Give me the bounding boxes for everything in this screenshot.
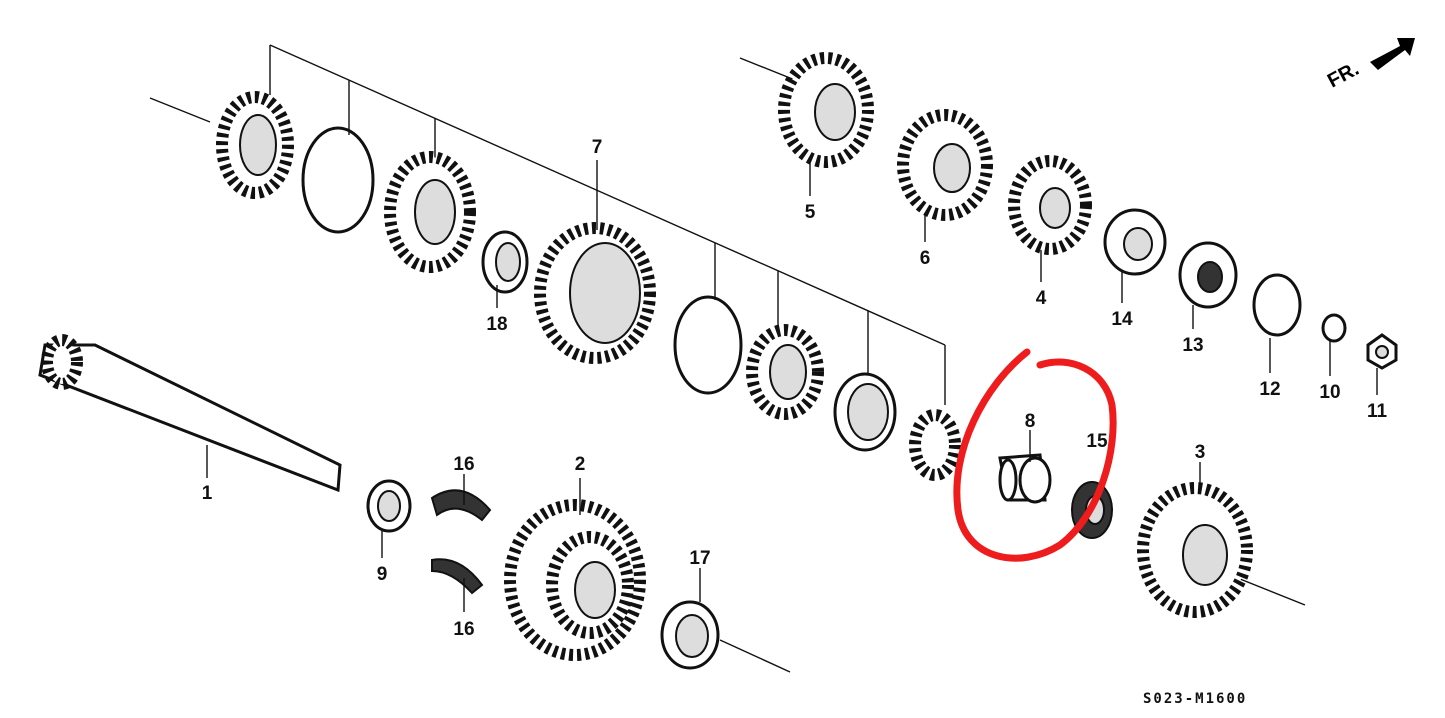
callout-6: 6	[920, 248, 931, 269]
part-14-bearing	[1103, 208, 1167, 276]
part-7-sleeve	[534, 222, 656, 364]
synchro-hub-left	[216, 91, 294, 199]
part-5-gear	[778, 52, 874, 168]
callout-11: 11	[1367, 401, 1388, 422]
callout-1: 1	[202, 483, 213, 504]
highlight-circle	[953, 348, 1117, 562]
part-12-snap-ring	[1252, 273, 1302, 337]
part-13-bearing	[1178, 241, 1238, 309]
callout-2: 2	[575, 454, 586, 475]
callout-17: 17	[689, 548, 710, 569]
part-3-gear	[1137, 482, 1253, 618]
callout-16-lower: 16	[453, 619, 474, 640]
callout-10: 10	[1319, 382, 1340, 403]
part-8-collar	[998, 453, 1052, 504]
part-2-gear	[504, 499, 646, 661]
front-arrow-icon	[1370, 38, 1415, 70]
callout-9: 9	[377, 564, 388, 585]
part-18-seal	[481, 230, 529, 294]
part-17-seal	[660, 600, 720, 670]
synchro-ring	[746, 324, 824, 420]
part-10-washer	[1321, 313, 1347, 343]
callout-lines	[206, 160, 1378, 612]
part-6-gear	[897, 109, 993, 221]
callout-14: 14	[1111, 309, 1133, 330]
callout-3: 3	[1195, 442, 1206, 463]
callout-12: 12	[1259, 379, 1280, 400]
o-ring-1	[301, 126, 375, 234]
spring-ring	[833, 372, 897, 452]
callout-15: 15	[1086, 431, 1108, 452]
callout-8: 8	[1025, 411, 1036, 432]
front-label: FR.	[1324, 58, 1363, 93]
front-direction-indicator: FR.	[1324, 38, 1415, 92]
callout-5: 5	[805, 202, 816, 223]
part-11-nut	[1366, 333, 1398, 370]
synchro-gear-left	[384, 151, 476, 273]
part-1-mainshaft	[38, 334, 342, 493]
diagram-code: S023-M1600	[1143, 691, 1247, 707]
callout-4: 4	[1036, 288, 1047, 309]
synchro-ring-right	[909, 409, 961, 481]
part-16-bearing-lower	[431, 558, 484, 595]
callout-7: 7	[592, 137, 603, 158]
callout-18: 18	[486, 314, 507, 335]
part-4-gear	[1008, 155, 1092, 255]
part-16-bearing-upper	[430, 489, 492, 522]
part-9-washer	[366, 479, 412, 533]
o-ring-2	[673, 295, 743, 395]
callout-16-upper: 16	[453, 454, 474, 475]
callout-13: 13	[1182, 335, 1203, 356]
leader-bracket	[149, 44, 1306, 673]
